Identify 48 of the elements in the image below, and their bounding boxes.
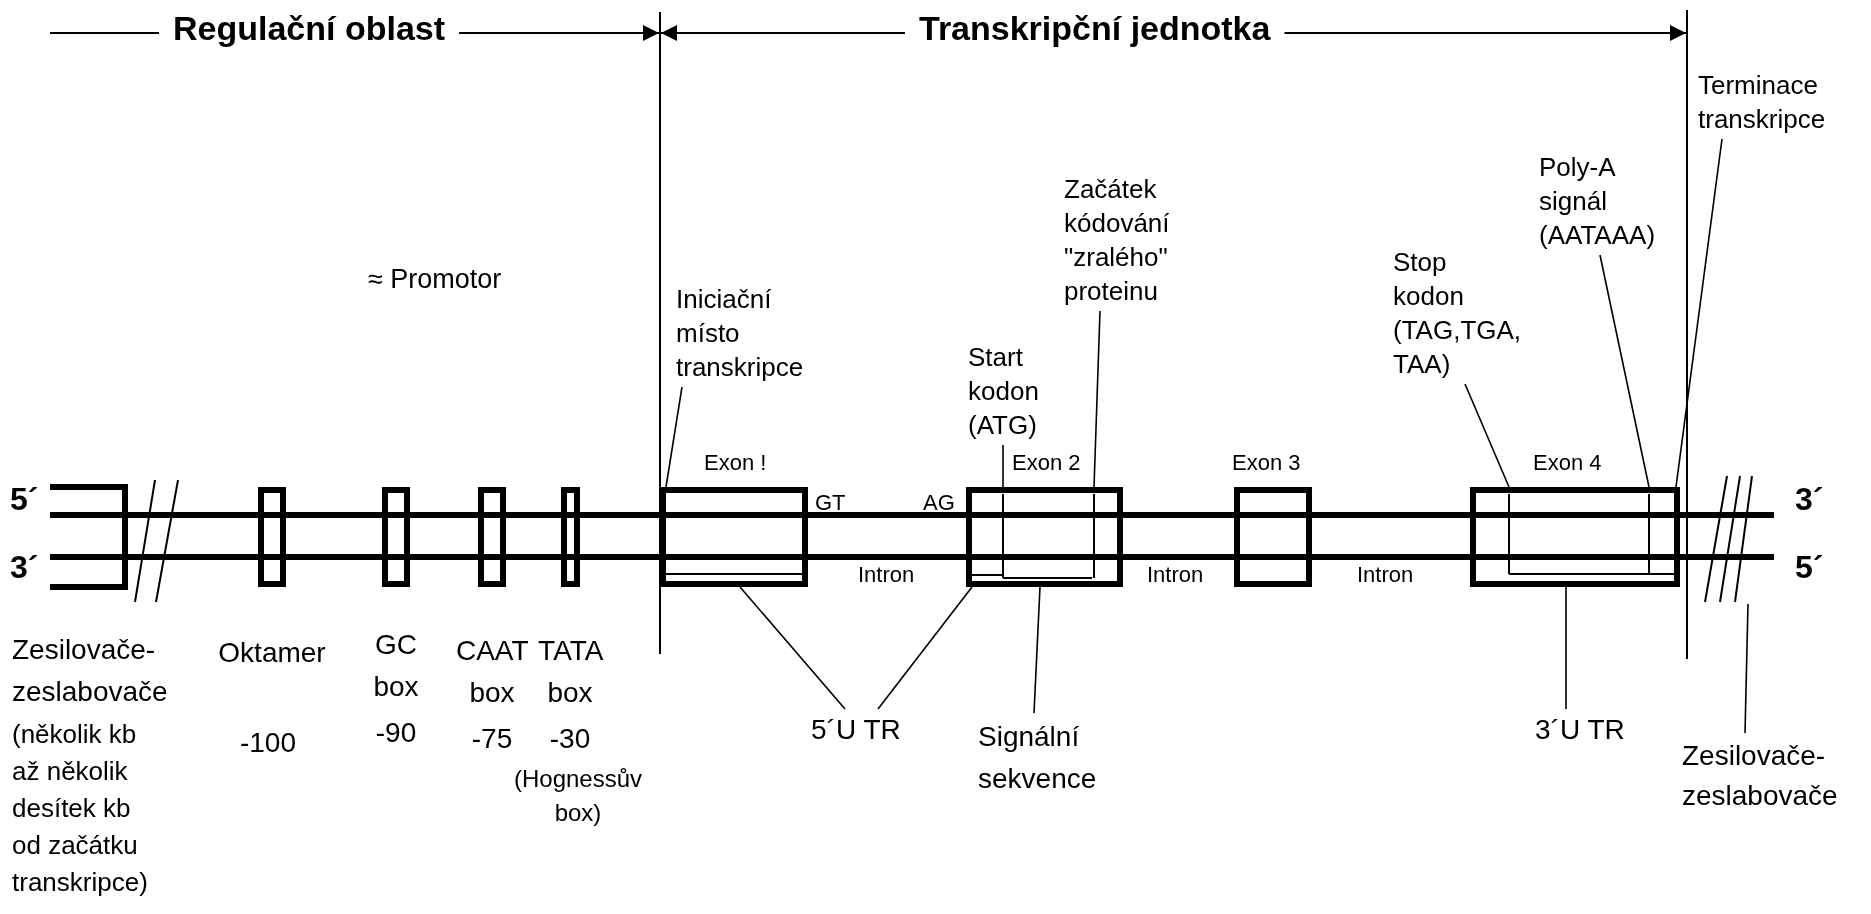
callout-label: Stop kodon (TAG,TGA, TAA) (1393, 245, 1522, 381)
element-label: TATA box (538, 634, 602, 710)
strand-end-label: 3´ (10, 548, 39, 586)
leader-line (1464, 383, 1510, 488)
leader-line (665, 386, 683, 488)
splice-site-label: GT (815, 490, 846, 516)
leader-line (1093, 310, 1101, 488)
position-label: -90 (375, 716, 417, 750)
element-label: GC box (373, 628, 419, 704)
position-label: -30 (549, 722, 591, 756)
position-label: -100 (240, 726, 296, 760)
region-heading: Regulační oblast (173, 8, 446, 49)
region-heading: Transkripční jednotka (919, 8, 1271, 49)
splice-site-label: AG (923, 490, 955, 516)
leader-line (739, 586, 846, 710)
enhancer-label: Zesilovače- zeslabovače (12, 633, 168, 709)
element-label: Oktamer (218, 636, 326, 670)
leader-line (1744, 603, 1749, 734)
strand-end-label: 5´ (1795, 548, 1824, 586)
exon-label: Exon 3 (1232, 449, 1301, 477)
strand-end-label: 3´ (1795, 480, 1824, 518)
leader-line (1565, 586, 1567, 710)
element-label: CAAT box (455, 634, 529, 710)
callout-label: Start kodon (ATG) (968, 340, 1039, 442)
leader-line (1002, 444, 1004, 488)
leader-line (877, 586, 973, 710)
callout-label: Začátek kódování "zralého" proteinu (1064, 172, 1170, 308)
leader-line (1599, 254, 1650, 488)
note-text: (Hognessův box) (513, 764, 643, 828)
callout-label: Signální sekvence (978, 716, 1097, 800)
callout-label: 5´U TR (811, 712, 901, 748)
position-label: -75 (471, 722, 513, 756)
callout-label: Iniciační místo transkripce (676, 282, 804, 384)
exon-label: Exon 2 (1012, 449, 1081, 477)
strand-end-label: 5´ (10, 480, 39, 518)
intron-label: Intron (1147, 561, 1204, 589)
callout-label: Poly-A signál (AATAAA) (1539, 150, 1664, 252)
intron-label: Intron (1357, 561, 1414, 589)
leader-line (1033, 586, 1041, 714)
exon-label: Exon 4 (1533, 449, 1602, 477)
callout-label: Zesilovače- zeslabovače (1682, 736, 1838, 816)
callout-label: Terminace transkripce (1698, 68, 1826, 136)
promoter-label: ≈ Promotor (368, 263, 502, 296)
intron-label: Intron (858, 561, 915, 589)
leader-line (1675, 138, 1723, 488)
note-text: (několik kb až několik desítek kb od začátku transkripce) (12, 718, 149, 899)
exon-label: Exon ! (704, 449, 767, 477)
callout-label: 3´U TR (1535, 712, 1625, 748)
